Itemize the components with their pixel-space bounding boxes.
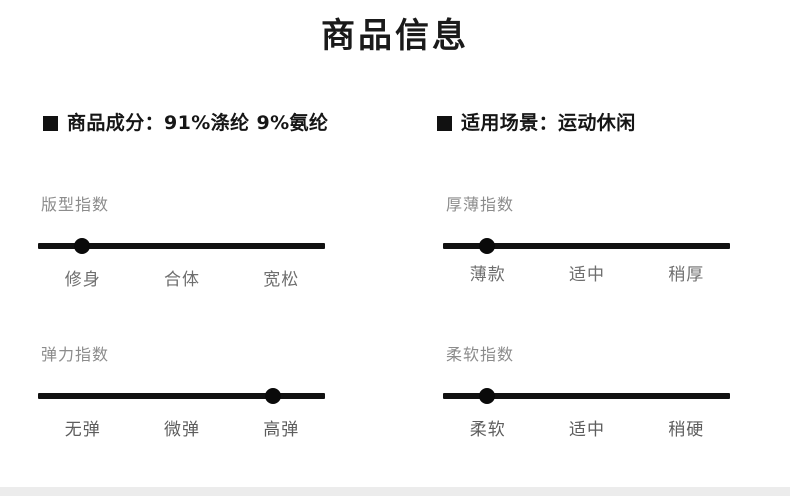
slider-title-softness-index: 柔软指数 [446,345,515,364]
slider-softness-index[interactable] [443,388,733,404]
slider-scale-fit-index: 修身 合体 宽松 [36,267,328,293]
slider-thickness-index[interactable] [443,238,733,254]
scale-label-option-3: 高弹 [263,420,300,440]
spec-composition-text: 商品成分：91%涤纶 9%氨纶 [67,112,329,134]
scale-label-option-3: 稍硬 [668,420,705,440]
scale-label-option-1: 柔软 [469,420,506,440]
spec-row-scene: 适用场景：运动休闲 [437,111,636,135]
scale-label-option-2: 适中 [569,265,605,285]
slider-group-thickness-index: 厚薄指数 薄款 适中 稍厚 [441,194,733,288]
slider-title-elasticity-index: 弹力指数 [41,345,110,364]
scale-label-option-2: 合体 [164,270,200,290]
scale-label-option-2: 微弹 [164,420,200,440]
slider-group-elasticity-index: 弹力指数 无弹 微弹 高弹 [36,344,328,443]
spec-row-composition: 商品成分：91%涤纶 9%氨纶 [43,111,328,135]
slider-track[interactable] [443,243,730,249]
slider-fit-index[interactable] [38,238,328,254]
slider-knob[interactable] [478,238,495,254]
scale-label-option-1: 修身 [64,270,101,290]
scale-label-option-1: 薄款 [469,265,506,285]
slider-scale-elasticity-index: 无弹 微弹 高弹 [36,417,328,443]
slider-group-softness-index: 柔软指数 柔软 适中 稍硬 [441,344,733,443]
slider-scale-thickness-index: 薄款 适中 稍厚 [441,262,733,288]
slider-track[interactable] [38,243,325,249]
slider-knob[interactable] [478,388,495,404]
bottom-edge-band [0,487,790,496]
slider-group-fit-index: 版型指数 修身 合体 宽松 [36,194,328,293]
slider-elasticity-index[interactable] [38,388,328,404]
slider-title-fit-index: 版型指数 [41,195,110,214]
slider-track[interactable] [443,393,730,399]
square-bullet-icon [43,115,58,131]
scale-label-option-3: 稍厚 [668,265,705,285]
spec-scene-text: 适用场景：运动休闲 [461,112,636,134]
slider-track[interactable] [38,393,325,399]
slider-scale-softness-index: 柔软 适中 稍硬 [441,417,733,443]
square-bullet-icon [437,115,452,131]
scale-label-option-3: 宽松 [263,270,300,290]
slider-knob[interactable] [73,238,90,254]
scale-label-option-2: 适中 [569,420,605,440]
slider-title-thickness-index: 厚薄指数 [446,195,515,214]
scale-label-option-1: 无弹 [64,420,101,440]
page-title: 商品信息 [321,16,469,56]
slider-knob[interactable] [264,388,281,404]
